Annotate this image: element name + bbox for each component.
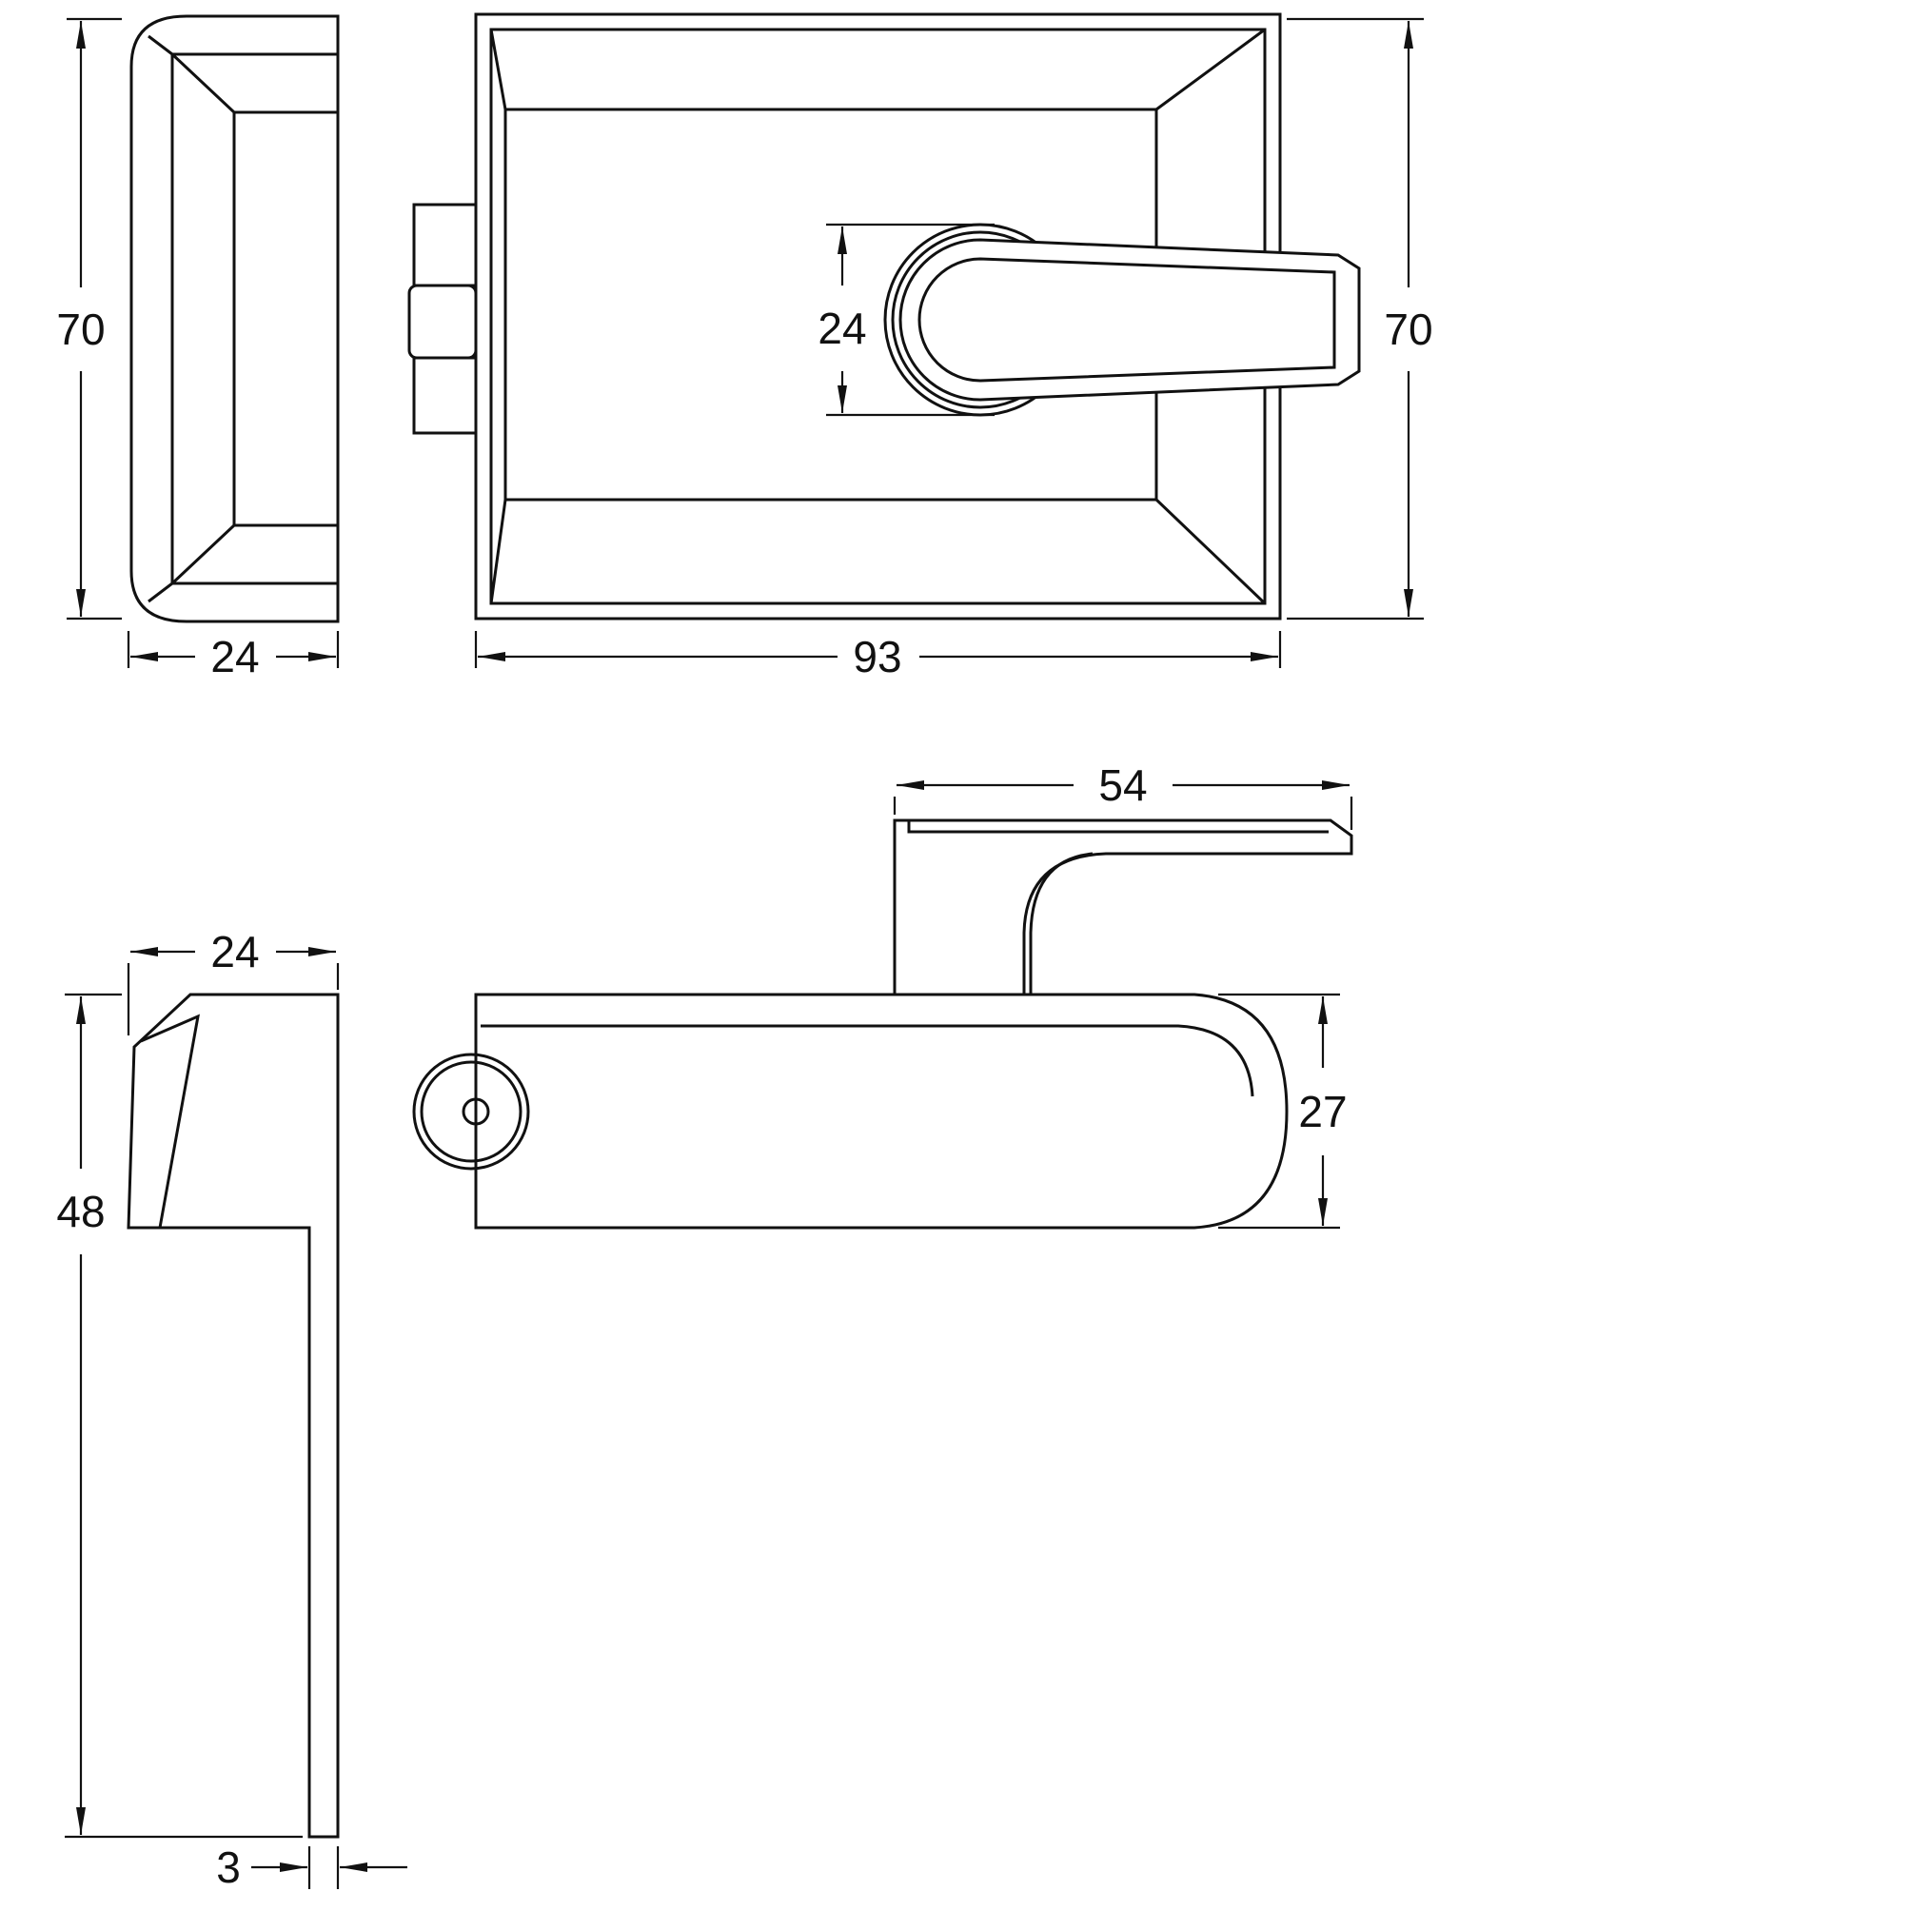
end-view-mid-contour bbox=[170, 52, 338, 585]
dim-body-depth-label: 27 bbox=[1298, 1087, 1347, 1136]
dim-knob-width-extension-lines bbox=[826, 223, 995, 417]
dim-front-height-label: 70 bbox=[1384, 305, 1432, 354]
dim-flange-thickness-label: 3 bbox=[216, 1842, 241, 1892]
latch-bolt-bottom bbox=[412, 356, 478, 435]
dim-end-height: 70 bbox=[56, 17, 122, 621]
dim-handle-length: 54 bbox=[893, 760, 1353, 830]
knob-lever-chamfer bbox=[917, 257, 1336, 383]
profile-chamfer-lines bbox=[140, 1014, 200, 1229]
plan-handle-curve bbox=[1029, 852, 1094, 995]
dim-profile-height-extension-lines bbox=[65, 993, 303, 1839]
dim-flange-thickness-extension-lines bbox=[307, 1846, 340, 1889]
plan-view bbox=[412, 818, 1353, 1230]
dim-profile-width-extension-lines bbox=[127, 963, 340, 1035]
dim-end-height-label: 70 bbox=[56, 305, 105, 354]
end-view-corner-bevels bbox=[148, 34, 173, 603]
front-view bbox=[407, 12, 1361, 621]
key-pin bbox=[462, 1097, 490, 1126]
dim-front-height-extension-lines bbox=[1287, 17, 1424, 621]
dim-end-width-label: 24 bbox=[210, 632, 259, 681]
dim-end-width-extension-lines bbox=[127, 631, 340, 668]
dim-handle-length-extension-lines bbox=[893, 797, 1353, 830]
front-view-bevel-lines bbox=[489, 28, 1267, 605]
dim-profile-height-label: 48 bbox=[56, 1187, 105, 1236]
dim-knob-width-label: 24 bbox=[818, 304, 866, 353]
plan-handle-chamfer bbox=[907, 820, 1329, 834]
key-cylinder-ring-inner bbox=[420, 1060, 522, 1163]
knob-lever bbox=[898, 238, 1361, 402]
key-cylinder-ring-outer bbox=[412, 1053, 530, 1171]
latch-bolt bbox=[407, 284, 478, 360]
dim-profile-height: 48 bbox=[56, 993, 303, 1839]
dim-body-depth: 27 bbox=[1218, 993, 1348, 1230]
dim-handle-length-label: 54 bbox=[1098, 760, 1147, 810]
plan-body bbox=[474, 993, 1289, 1230]
plan-body-chamfer bbox=[481, 1024, 1254, 1097]
end-view-inner-contour bbox=[232, 110, 338, 527]
dim-end-width: 24 bbox=[127, 631, 340, 681]
dim-knob-width: 24 bbox=[818, 223, 995, 417]
dim-flange-thickness: 3 bbox=[216, 1842, 407, 1892]
end-view-bevel-lines bbox=[170, 52, 236, 585]
dim-profile-width: 24 bbox=[127, 927, 340, 1035]
dim-end-height-extension-lines bbox=[67, 17, 122, 621]
profile-outline bbox=[127, 993, 340, 1839]
dim-front-width: 93 bbox=[474, 631, 1282, 681]
end-view bbox=[129, 14, 340, 623]
dim-front-width-extension-lines bbox=[474, 631, 1282, 668]
latch-bolt-top bbox=[412, 203, 478, 287]
dim-front-height: 70 bbox=[1287, 17, 1433, 621]
profile-view bbox=[127, 993, 340, 1839]
plan-handle bbox=[893, 818, 1353, 996]
dim-profile-width-label: 24 bbox=[210, 927, 259, 976]
dim-front-width-label: 93 bbox=[853, 632, 901, 681]
dim-body-depth-extension-lines bbox=[1218, 993, 1340, 1230]
